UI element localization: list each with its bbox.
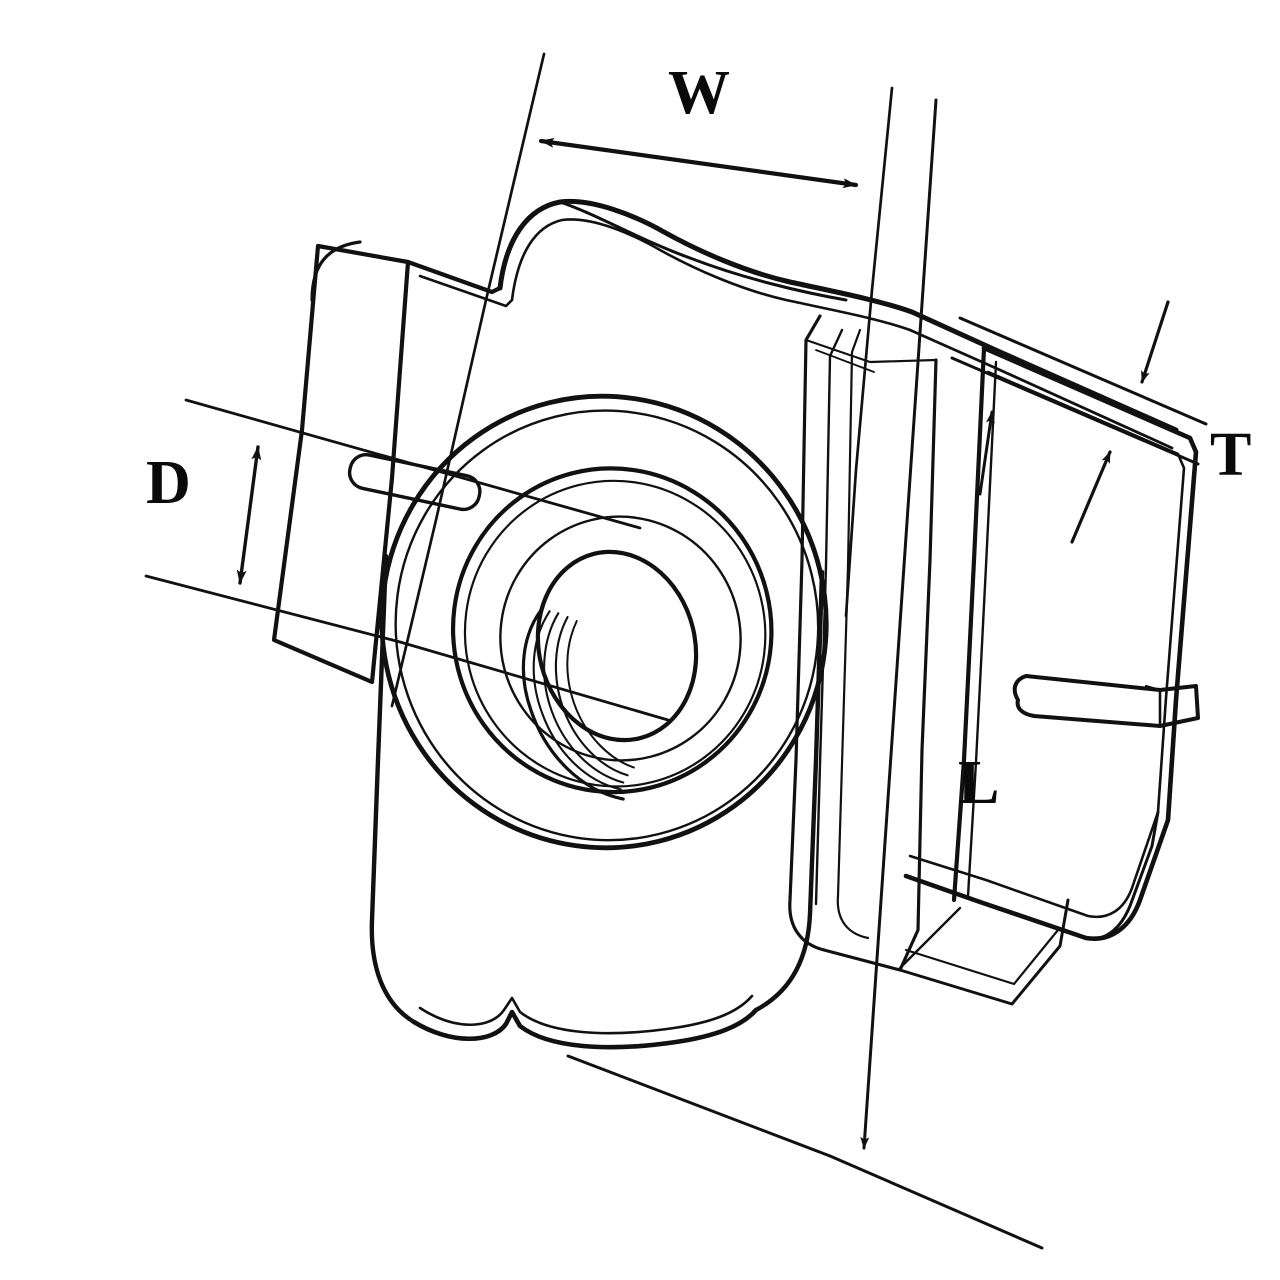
dim-T-arrow-down [1140,300,1170,384]
dimension-label-length: L [958,749,1000,817]
dim-W-extension-left [390,52,546,708]
dimension-label-diameter: D [146,449,191,517]
dim-W-arrow [538,137,859,189]
dimension-L [566,98,1044,1250]
dimension-T [950,300,1208,544]
weld-nut-flange-ring [379,393,829,851]
front-flange-slot [1012,674,1200,728]
threaded-bore [521,549,699,801]
dim-D-extension-lower [144,574,670,722]
dim-T-extension-upper [958,316,1208,426]
dim-L-extension-lower [566,1054,1044,1250]
dim-W-extension-right [844,86,894,618]
dim-T-arrow-inner [978,410,995,496]
clip-front-flange [903,345,1200,941]
dim-L-arrow [860,98,938,1150]
dimension-label-thickness: T [1210,421,1252,489]
dim-D-arrow [236,445,262,585]
dimension-D [144,398,670,722]
dim-T-extension-lower [950,356,1200,466]
dimension-label-width: W [668,59,730,127]
clip-step-web [788,314,1070,1006]
dim-D-extension-upper [184,398,642,530]
dimension-W [390,52,894,708]
thread-lines [532,610,635,791]
clip-bottom-return [898,810,1160,970]
weld-nut-barrel [369,553,825,1050]
dim-T-arrow-up [1070,450,1112,544]
